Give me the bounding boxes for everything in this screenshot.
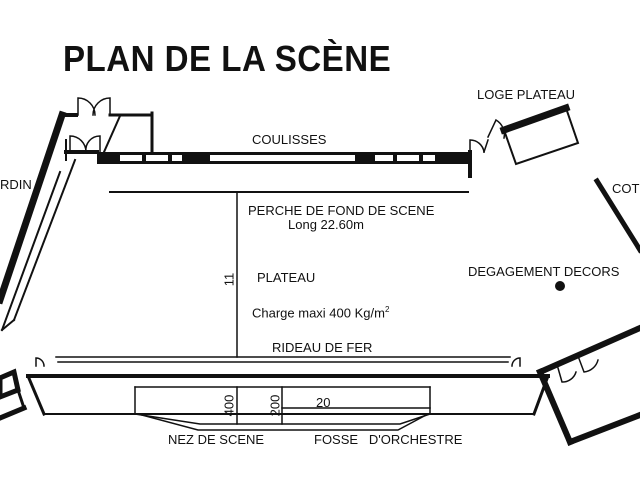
jardin-wing-walls <box>0 110 154 332</box>
cote-wing-walls <box>536 177 640 446</box>
dimension-fosse-width: 20 <box>316 395 331 410</box>
back-wall <box>97 152 471 164</box>
fosse-orchestre <box>134 386 431 431</box>
label-coulisses: COULISSES <box>252 132 327 147</box>
jardin-doors <box>69 97 111 153</box>
label-rideau: RIDEAU DE FER <box>272 340 373 355</box>
loge-plateau-room <box>468 103 580 178</box>
page-title: PLAN DE LA SCÈNE <box>63 38 392 79</box>
label-charge-exponent: 2 <box>384 305 390 314</box>
label-plateau: PLATEAU <box>257 270 316 285</box>
label-charge: Charge maxi 400 Kg/m2 <box>252 305 389 320</box>
label-charge-text: Charge maxi 400 Kg/m <box>252 305 385 321</box>
label-perche-length: Long 22.60m <box>288 217 364 232</box>
dimension-fosse-outer: 400 <box>221 394 237 417</box>
rideau-de-fer <box>35 356 521 367</box>
label-degagement: DEGAGEMENT DECORS <box>468 264 620 279</box>
label-nez: NEZ DE SCENE <box>168 432 265 447</box>
label-loge-plateau: LOGE PLATEAU <box>477 87 576 102</box>
label-perche: PERCHE DE FOND DE SCENE <box>248 203 435 218</box>
label-fosse: FOSSE D'ORCHESTRE <box>314 432 463 447</box>
dimension-depth: 11 <box>221 272 237 287</box>
degagement-marker <box>555 281 565 291</box>
jardin-lower-block <box>0 368 28 421</box>
label-cote: COT <box>612 181 640 196</box>
label-jardin: RDIN <box>0 177 32 192</box>
nez-de-scene <box>26 374 550 416</box>
dimension-fosse-inner: 200 <box>267 394 283 417</box>
